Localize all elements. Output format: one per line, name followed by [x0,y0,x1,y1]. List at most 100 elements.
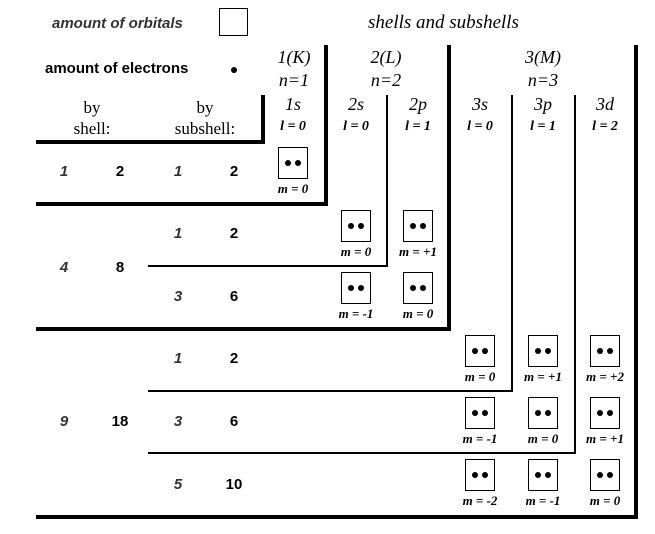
electron-dot [348,285,354,291]
electron-dot [545,472,551,478]
electron-dot [295,160,301,166]
shell-electron-count: 2 [115,163,125,180]
subshell-name: 2p [409,94,427,114]
divider-line [36,327,451,331]
subshell-name: 3d [596,94,614,114]
divider-line [634,45,638,519]
subshell-orbital-count: 5 [173,476,183,493]
legend-electron-dot [231,67,237,73]
magnetic-number-label: m = +2 [586,369,624,384]
orbital-box [528,459,558,491]
shell-n: n=1 [278,70,310,90]
by-subshell-header: by subshell: [174,98,236,138]
electron-dot [472,410,478,416]
subshell-electron-count: 2 [229,350,239,367]
legend-electrons-label: amount of electrons [45,60,189,77]
electron-dot [597,410,603,416]
orbital-box [590,397,620,429]
magnetic-number-label: m = +1 [586,431,624,446]
orbital-box [403,272,433,304]
electron-dot [607,348,613,354]
electron-dot [410,223,416,229]
divider-line [148,390,513,392]
subshell-name: 1s [284,94,301,114]
orbital-box [465,459,495,491]
shell-name: 2(L) [370,47,402,67]
divider-line [261,95,265,144]
electron-dot [545,410,551,416]
divider-line [36,202,328,206]
legend-orbitals-label: amount of orbitals [52,15,183,32]
magnetic-number-label: m = 0 [589,493,621,508]
divider-line [36,515,638,519]
shell-n: n=3 [527,70,559,90]
orbital-box [528,397,558,429]
subshell-electron-count: 2 [229,225,239,242]
electron-dot [545,348,551,354]
magnetic-number-label: m = -1 [462,431,498,446]
subshell-orbital-count: 3 [173,413,183,430]
by-shell-header: by shell: [73,98,111,138]
magnetic-number-label: m = 0 [464,369,496,384]
orbital-box [341,272,371,304]
subshell-name: 3p [534,94,552,114]
subshell-l: l = 0 [467,119,493,134]
subshell-name: 3s [471,94,488,114]
magnetic-number-label: m = +1 [399,244,437,259]
electron-dot [410,285,416,291]
electron-dot [472,348,478,354]
electron-dot [535,348,541,354]
orbital-box [590,335,620,367]
divider-line [36,140,263,144]
magnetic-number-label: m = 0 [527,431,559,446]
orbital-box [341,210,371,242]
electron-dot [607,410,613,416]
electron-dot [420,223,426,229]
subshell-l: l = 0 [280,119,306,134]
shell-n: n=2 [370,70,402,90]
magnetic-number-label: m = +1 [524,369,562,384]
electron-dot [535,472,541,478]
shell-orbital-count: 9 [59,413,69,430]
divider-line [386,95,388,266]
shell-electron-count: 8 [115,259,125,276]
subshell-orbital-count: 1 [173,163,183,180]
divider-line [148,265,388,267]
magnetic-number-label: m = -1 [338,306,374,321]
electron-dot [348,223,354,229]
divider-line [324,45,328,206]
electron-dot [358,223,364,229]
subshell-electron-count: 2 [229,163,239,180]
subshell-l: l = 0 [343,119,369,134]
divider-line [574,95,576,454]
subshell-electron-count: 6 [229,413,239,430]
subshell-l: l = 1 [405,119,431,134]
magnetic-number-label: m = 0 [340,244,372,259]
orbital-box [278,147,308,179]
electron-dot [472,472,478,478]
shell-name: 1(K) [277,47,311,67]
subshell-l: l = 1 [530,119,556,134]
orbital-box [590,459,620,491]
electron-dot [358,285,364,291]
magnetic-number-label: m = 0 [277,181,309,196]
subshell-orbital-count: 1 [173,225,183,242]
subshell-name: 2s [347,94,364,114]
shell-orbital-count: 1 [59,163,69,180]
legend-orbital-box [219,8,248,36]
shell-orbital-count: 4 [59,259,69,276]
electron-dot [597,472,603,478]
divider-line [148,452,576,454]
electron-dot [420,285,426,291]
subshell-l: l = 2 [592,119,618,134]
electron-dot [285,160,291,166]
electron-dot [535,410,541,416]
subshell-orbital-count: 1 [173,350,183,367]
divider-line [447,45,451,331]
magnetic-number-label: m = -2 [462,493,498,508]
diagram-title: shells and subshells [368,12,519,33]
orbital-box [403,210,433,242]
shell-electron-count: 18 [111,413,129,430]
magnetic-number-label: m = 0 [402,306,434,321]
